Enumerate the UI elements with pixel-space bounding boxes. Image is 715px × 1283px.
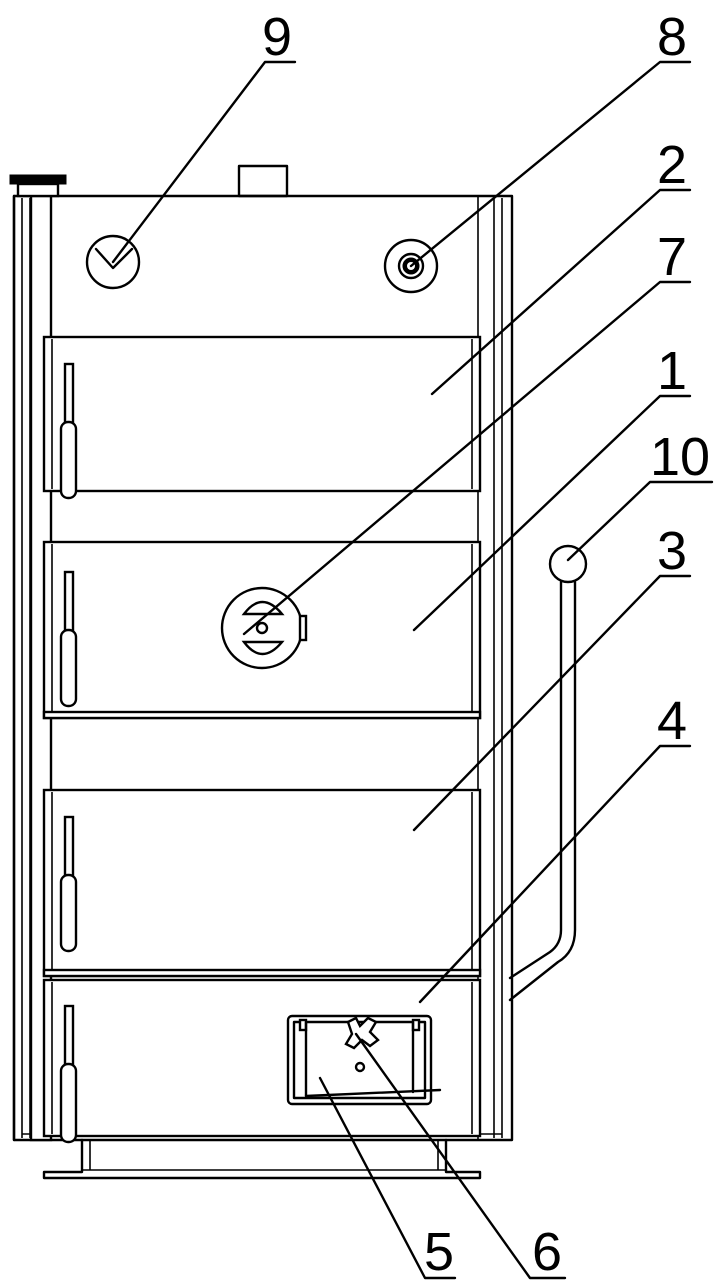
gauge-dial (85, 234, 141, 290)
middle-door-handle (59, 570, 78, 708)
ash-door-handle (59, 1004, 78, 1144)
callout-8: 8 (657, 7, 687, 67)
callout-5: 5 (424, 1222, 454, 1282)
lower-door-handle (59, 815, 78, 953)
draft-regulator-knob (344, 1016, 380, 1073)
upper-door (42, 335, 482, 500)
callout-7: 7 (657, 227, 687, 287)
callout-1: 1 (657, 341, 687, 401)
ash-door (42, 978, 482, 1144)
middle-door (42, 540, 482, 720)
callout-4: 4 (657, 691, 687, 751)
base-stand (42, 1138, 482, 1180)
lower-door (42, 788, 482, 978)
flue-nozzle (237, 164, 289, 198)
upper-door-handle (59, 362, 78, 500)
callout-2: 2 (657, 135, 687, 195)
callout-3: 3 (657, 521, 687, 581)
side-pipe (508, 544, 588, 1002)
ash-pan-opening (286, 1014, 442, 1106)
callout-10: 10 (650, 427, 710, 487)
callout-6: 6 (532, 1222, 562, 1282)
callout-labels: 9 8 2 7 1 10 3 4 5 6 (262, 7, 710, 1282)
callout-9: 9 (262, 7, 292, 67)
leader-lines (111, 60, 714, 1280)
